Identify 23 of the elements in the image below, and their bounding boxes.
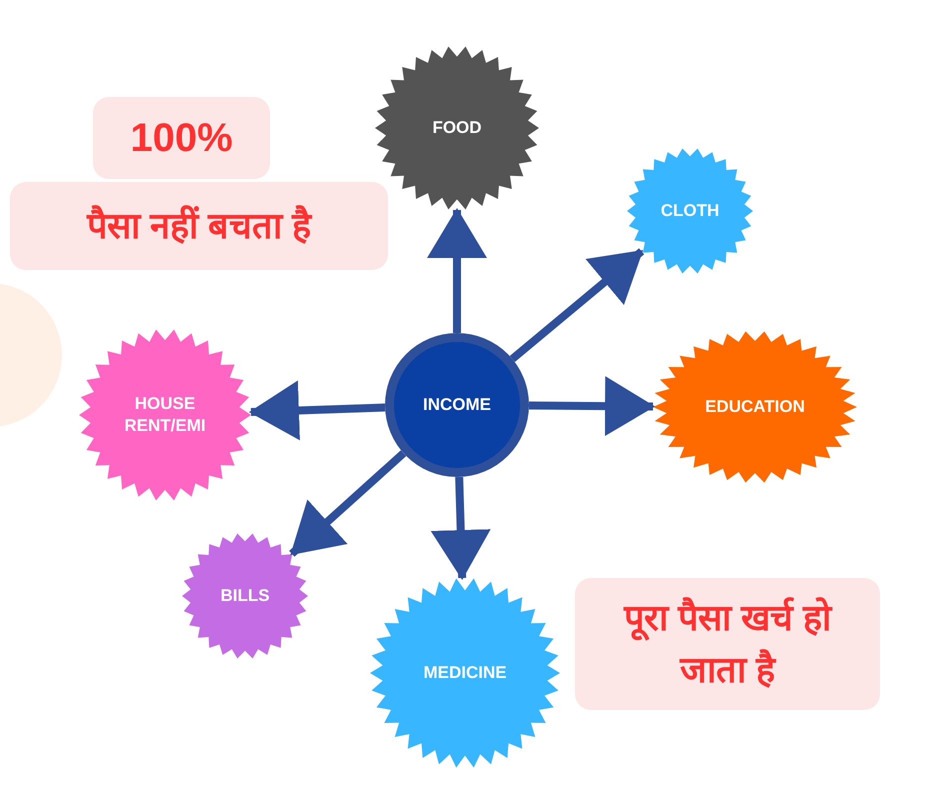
note-text: पैसा नहीं बचता है [10,182,388,270]
node-label: EDUCATION [704,396,806,418]
starburst-shape [79,329,251,501]
starburst-shape [182,533,308,659]
node-label: MEDICINE [422,662,508,684]
arrow [528,376,655,436]
center-circle [385,333,529,477]
percentage-text: 100% [93,97,270,179]
node-label: HOUSE RENT/EMI [123,392,207,437]
arrow [430,476,491,580]
node-label: BILLS [219,584,271,607]
note-text: पूरा पैसा खर्च हो जाता है [575,578,880,710]
starburst-shape [375,46,539,210]
arrow [427,208,487,333]
arrow [289,450,406,557]
arrow [510,248,644,362]
node-label: INCOME [422,394,492,416]
starburst-shape [653,331,857,483]
starburst-shape [370,578,560,768]
starburst-shape [627,148,753,274]
node-label: FOOD [431,116,483,139]
node-label: CLOTH [660,200,720,222]
arrow [248,380,386,440]
